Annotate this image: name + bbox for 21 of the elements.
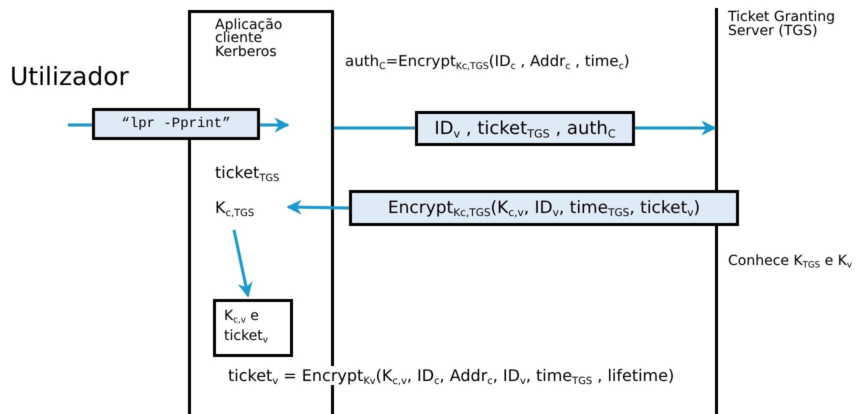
node-text: ticket$_{TGS}$	[215, 163, 280, 182]
request-message-box	[415, 111, 635, 146]
connector-line	[334, 126, 415, 130]
session-key-box	[213, 299, 293, 357]
command-box	[92, 108, 260, 140]
node-text: K$_{c,TGS}$	[215, 198, 254, 218]
actor-label: Utilizador	[10, 62, 129, 91]
reply-message-box	[349, 190, 739, 226]
node-text: K$_{c,v}$ e ticket$_{v}$	[224, 307, 269, 347]
arrow	[635, 120, 716, 136]
node-text: Encrypt$_{Kc,TGS}$(K$_{c,v}$, ID$_{v}$, time$_{TGS}$, ticket$_{v}$)	[388, 198, 700, 218]
connector-line	[68, 124, 92, 126]
node-text: Aplicação cliente Kerberos	[215, 19, 284, 59]
arrow	[286, 200, 350, 215]
node-text: “lpr -Pprint”	[121, 116, 231, 132]
arrow	[260, 118, 290, 132]
formula-text: auth$_{C}$=Encrypt$_{Kc,TGS}$(ID$_{c}$ , Addr$_{c}$ , time$_{c}$)	[345, 52, 630, 70]
arrow	[232, 230, 253, 298]
node-text: Conhece K$_{TGS}$ e K$_{v}$	[728, 254, 854, 269]
node-text: ID$_{v}$ , ticket$_{TGS}$ , auth$_{C}$	[434, 118, 616, 139]
node-text: Ticket Granting Server (TGS)	[728, 10, 836, 38]
